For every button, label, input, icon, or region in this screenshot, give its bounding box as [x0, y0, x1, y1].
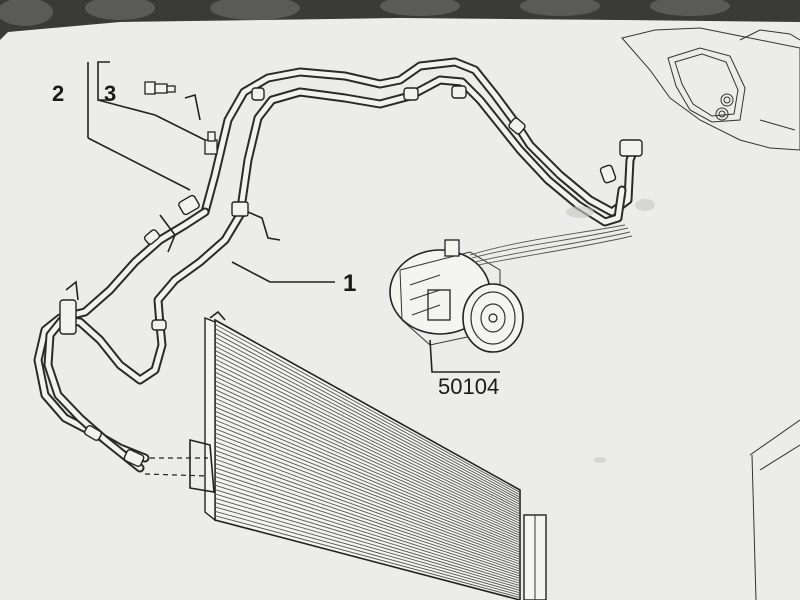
- pipe-connection-dashes: [144, 457, 209, 477]
- condenser-fin: [214, 358, 521, 512]
- condenser-fin: [214, 502, 521, 591]
- callout-label-3: 3: [104, 81, 116, 106]
- condenser-fin: [214, 423, 521, 548]
- condenser-fin: [214, 332, 521, 498]
- condenser-fin: [214, 458, 521, 567]
- condenser-fin: [214, 389, 521, 529]
- callout-label-compressor: 50104: [438, 374, 499, 399]
- condenser-fin: [214, 367, 521, 517]
- condenser-fin: [214, 436, 521, 555]
- condenser-fin: [214, 428, 521, 551]
- condenser-fin: [214, 376, 521, 522]
- condenser: [189, 310, 547, 600]
- condenser-fin: [214, 480, 521, 579]
- condenser-fin: [214, 415, 521, 544]
- condenser-fins: [214, 323, 521, 599]
- pressure-switch: [144, 81, 176, 95]
- condenser-fin: [214, 463, 521, 570]
- condenser-fin: [214, 489, 521, 584]
- condenser-fin: [214, 484, 521, 582]
- condenser-fin: [214, 432, 521, 553]
- smudge-marks: [566, 199, 655, 463]
- condenser-fin: [214, 345, 521, 505]
- condenser-fin: [214, 384, 521, 527]
- condenser-fin: [214, 341, 521, 503]
- partial-drawing-bottom-right: [749, 419, 800, 600]
- background-parts: [0, 0, 730, 26]
- condenser-fin: [214, 354, 521, 510]
- condenser-fin: [214, 510, 521, 596]
- condenser-fin: [214, 515, 521, 599]
- condenser-fin: [214, 410, 521, 541]
- condenser-fin: [214, 445, 521, 560]
- condenser-fin: [214, 380, 521, 524]
- pressure-switch-on-pipe: [204, 131, 218, 155]
- condenser-fin: [214, 454, 521, 565]
- condenser-fin: [214, 402, 521, 536]
- condenser-fin: [214, 350, 521, 508]
- condenser-fin: [214, 371, 521, 520]
- condenser-fin: [214, 493, 521, 587]
- condenser-fin: [214, 336, 521, 500]
- condenser-fin: [214, 497, 521, 589]
- callout-label-2: 2: [52, 81, 64, 106]
- callout-label-1: 1: [343, 270, 356, 297]
- condenser-fin: [214, 506, 521, 594]
- condenser-fin: [214, 450, 521, 563]
- condenser-fin: [214, 476, 521, 577]
- condenser-fin: [214, 406, 521, 539]
- condenser-fin: [214, 323, 521, 493]
- heater-box-outline: [621, 27, 800, 151]
- condenser-fin: [214, 328, 521, 496]
- condenser-fin: [214, 397, 521, 534]
- condenser-fin: [214, 393, 521, 532]
- ac-compressor: [389, 224, 633, 353]
- condenser-fin: [214, 363, 521, 515]
- condenser-fin: [214, 419, 521, 546]
- condenser-fin: [214, 467, 521, 572]
- ac-pipe-assembly: [33, 57, 643, 473]
- condenser-fin: [214, 441, 521, 558]
- callout-lines: [87, 61, 500, 373]
- condenser-fin: [214, 471, 521, 575]
